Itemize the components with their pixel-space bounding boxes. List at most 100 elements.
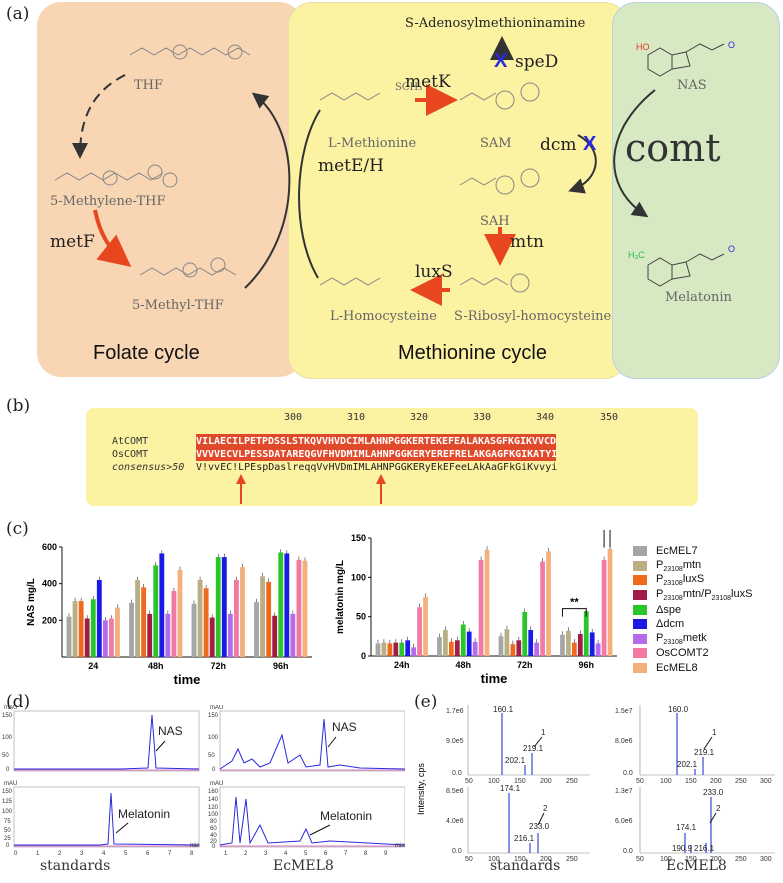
bar <box>448 641 454 656</box>
x-tick: 0 <box>14 851 18 857</box>
ms-xtick: 250 <box>735 778 747 785</box>
x-tick: 6 <box>324 851 328 857</box>
mete-label: metE/H <box>318 156 384 176</box>
thf-label: THF <box>134 78 164 93</box>
y-tick-label: 50 <box>356 612 366 622</box>
ms-ytick: 1.3e7 <box>615 788 633 795</box>
bar <box>381 642 387 656</box>
legend-label: EcMEL8 <box>656 662 698 675</box>
bar <box>375 643 381 656</box>
svg-text:O: O <box>728 40 735 50</box>
legend-label: P23108luxS <box>656 573 705 588</box>
bar <box>498 636 504 656</box>
x-tick: 1 <box>224 851 228 857</box>
bar <box>411 647 417 656</box>
x-tick-label: 24h <box>394 660 410 670</box>
x-tick: 3 <box>80 851 84 857</box>
ruler-tick: 320 <box>410 412 429 423</box>
ms-xtick: 150 <box>514 856 526 863</box>
bar <box>540 561 545 656</box>
ms-ytick: 0.0 <box>452 848 462 855</box>
y-tick: 100 <box>2 735 13 741</box>
y-tick-label: 0 <box>361 651 366 661</box>
l-methionine-label: L-Methionine <box>328 136 417 151</box>
legend-label: OsCOMT2 <box>656 647 709 660</box>
x-tick-label: 96h <box>578 660 594 670</box>
bar <box>78 601 84 657</box>
bar <box>589 632 595 656</box>
ms-ytick: 9.0e5 <box>446 738 464 745</box>
y-tick: 80 <box>210 819 217 825</box>
bar <box>601 560 607 656</box>
bar <box>437 637 442 656</box>
y-tick: 100 <box>2 809 13 815</box>
ms-ytick: 1.5e7 <box>615 708 633 715</box>
bar <box>566 630 571 656</box>
legend-label: P23108metk <box>656 631 707 646</box>
ms-xtick: 150 <box>685 778 697 785</box>
x-tick: 4 <box>102 851 106 857</box>
mete-arrow <box>244 92 291 289</box>
folate-cycle-title: Folate cycle <box>93 342 200 364</box>
seq-name: OsCOMT <box>112 449 149 460</box>
ms-xtick: 100 <box>660 778 672 785</box>
seq-name: consensus>50 <box>112 462 185 473</box>
ms-peak: 174.1 <box>676 823 697 832</box>
bar <box>607 549 613 656</box>
y-tick: 60 <box>210 826 217 832</box>
melatonin-peak-label: Melatonin <box>118 807 170 821</box>
y-tick: 75 <box>4 819 11 825</box>
bar <box>290 613 296 657</box>
seq-row: VVVVECVLPESSDATAREQGVFHVDMIMLAHNPGGKERYE… <box>196 449 558 460</box>
bar <box>423 597 428 656</box>
metf-label: metF <box>50 232 95 252</box>
legend-item: Δdcm <box>633 617 752 632</box>
bar <box>528 630 534 656</box>
dcm-label: dcm <box>540 135 577 155</box>
alignment-ruler: 300 310 320 330 340 350 <box>282 412 662 426</box>
bar <box>197 580 203 657</box>
comt-box <box>612 2 780 379</box>
y-tick: 100 <box>208 812 219 818</box>
significance-bracket <box>561 608 587 617</box>
legend-label: Δspe <box>656 603 682 616</box>
legend-label: Δdcm <box>656 618 685 631</box>
bar <box>284 553 290 657</box>
legend-item: P23108mtn <box>633 559 752 574</box>
bar <box>302 560 308 657</box>
y-tick-label: 400 <box>42 579 57 589</box>
ms-xtick: 250 <box>566 778 578 785</box>
y-tick-label: 600 <box>42 542 57 552</box>
x-tick: 2 <box>58 851 62 857</box>
bar <box>153 565 159 657</box>
legend-item: EcMEL7 <box>633 544 752 559</box>
panel-label-d: (d) <box>6 692 31 712</box>
nas-label: NAS <box>677 78 707 93</box>
bar <box>177 569 183 657</box>
bar <box>466 631 472 656</box>
x-tick: 7 <box>168 851 172 857</box>
x-tick-label: 72h <box>210 661 226 671</box>
methyl-thf-label: 5-Methyl-THF <box>132 298 224 313</box>
legend-label: P23108mtn/P23108luxS <box>656 587 753 603</box>
seq-row: V!vvEC!LPEspDaslreqqVvHVDmIMLAHNPGGKERyE… <box>196 462 558 473</box>
legend-swatch <box>633 619 647 630</box>
hplc-standards-caption: standards <box>40 858 111 874</box>
sped-label: speD <box>515 52 559 72</box>
x-tick: 8 <box>364 851 368 857</box>
y-tick-label: 200 <box>42 615 57 625</box>
bar <box>141 587 147 657</box>
bar <box>102 620 108 657</box>
bar <box>266 581 272 657</box>
x-tick: 1 <box>36 851 40 857</box>
y-unit: mAU <box>4 705 17 711</box>
y-tick: 100 <box>208 735 219 741</box>
nas-peak-label: NAS <box>158 724 183 738</box>
bar <box>233 580 239 657</box>
legend-swatch <box>633 648 647 659</box>
bar <box>159 553 165 657</box>
legend-item: P23108metk <box>633 632 752 647</box>
y-tick: 20 <box>210 839 217 845</box>
ms-ytick: 8.0e6 <box>615 738 633 745</box>
bar <box>135 580 141 657</box>
